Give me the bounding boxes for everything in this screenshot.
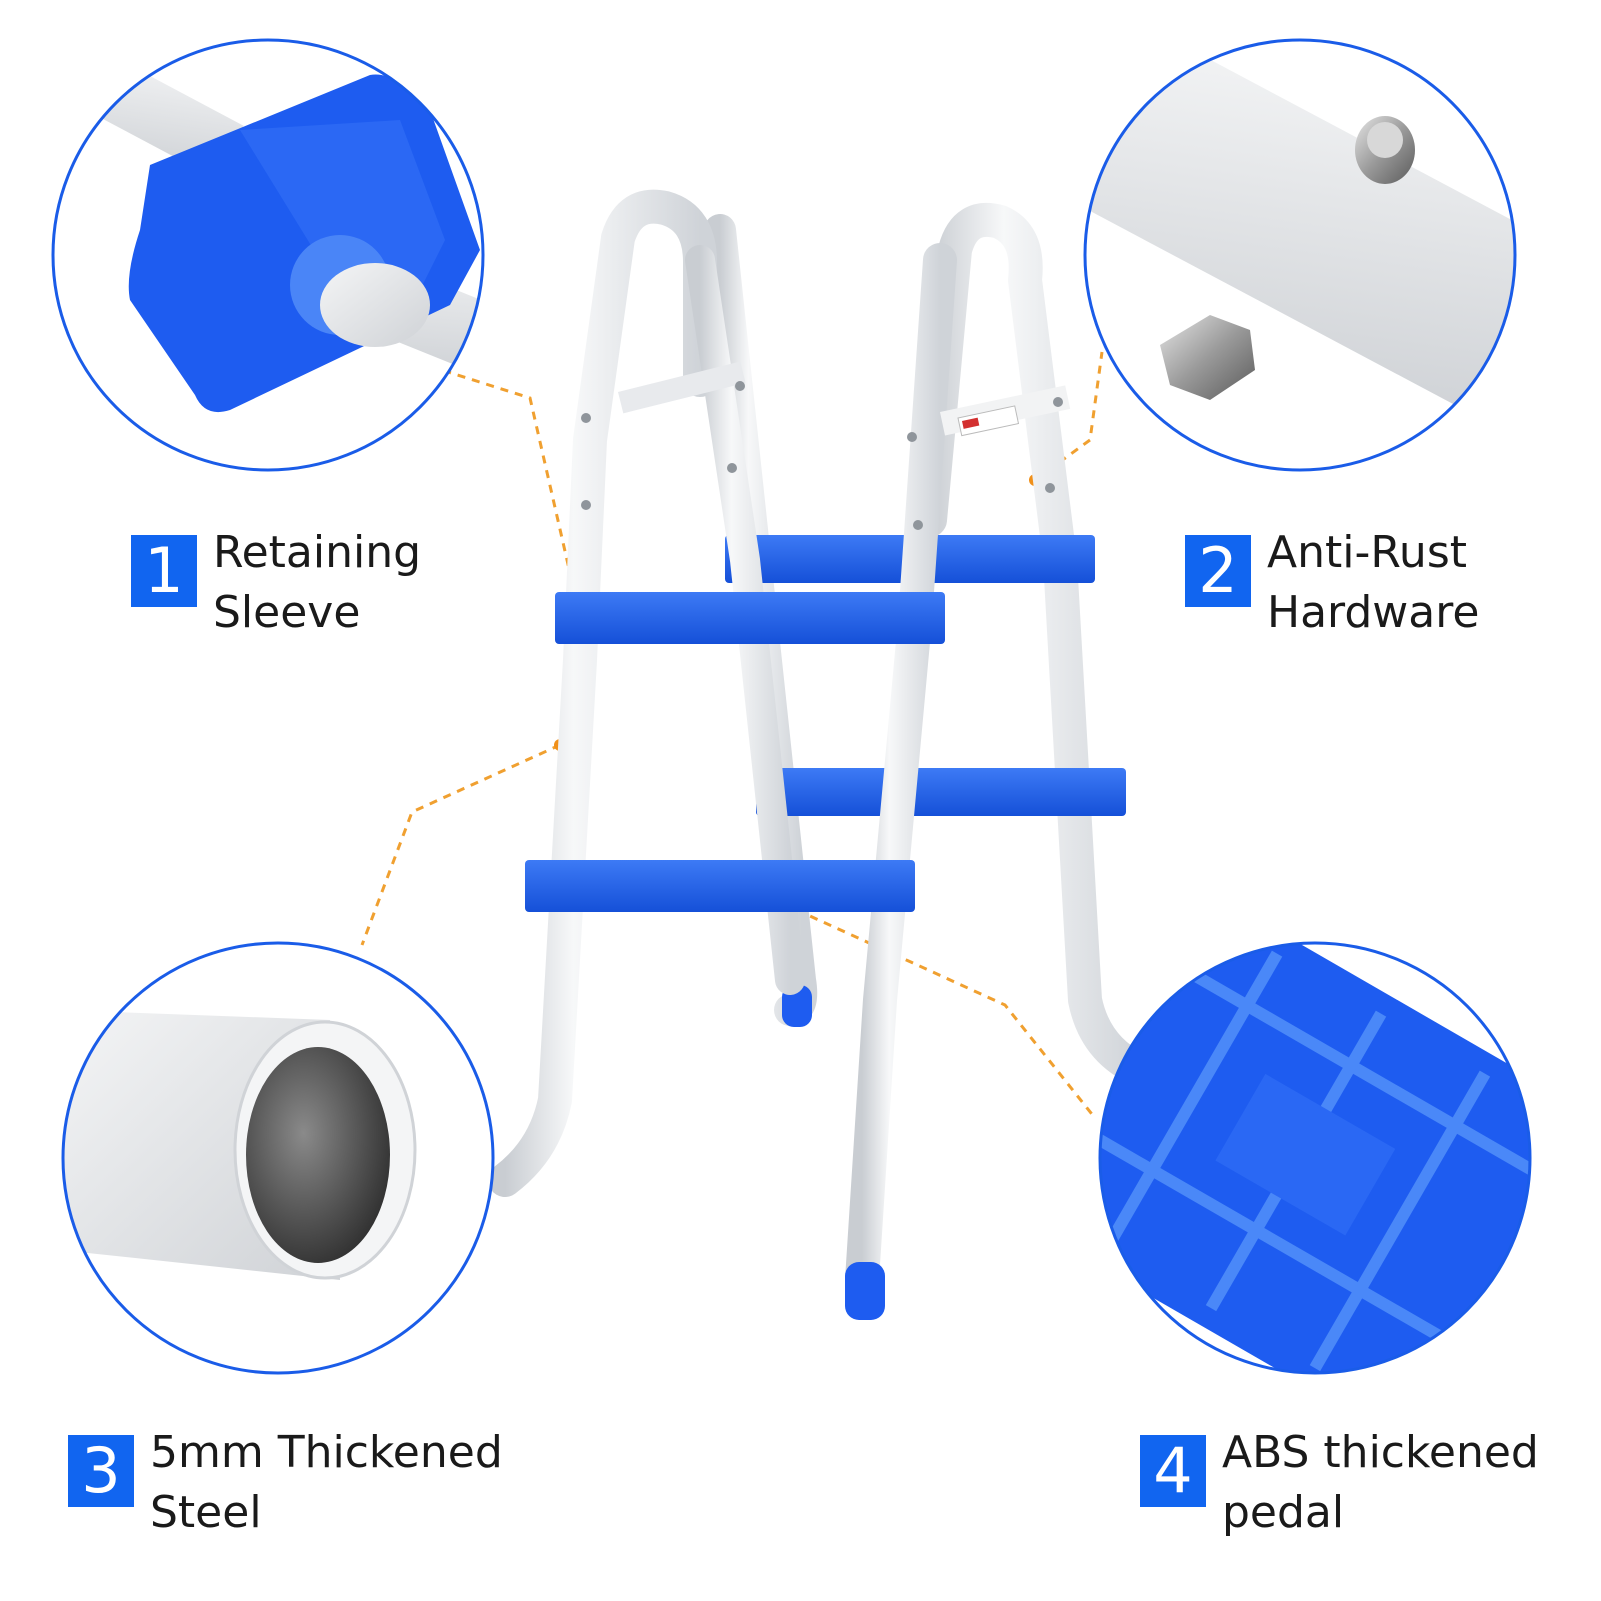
ladder-cross-brace-left [618,361,746,414]
feature-number-badge: 2 [1185,535,1251,607]
feature-anti-rust-hardware: 2 Anti-Rust Hardware [1185,527,1479,643]
feature-number-badge: 3 [68,1435,134,1507]
feature-abs-pedal: 4 ABS thickened pedal [1140,1427,1539,1543]
callout-line-4 [741,883,1097,1119]
feature-label-text: ABS thickened pedal [1222,1423,1539,1543]
feature-label-text: Retaining Sleeve [213,523,421,643]
feature-number-badge: 1 [131,535,197,607]
ladder-bolts [581,381,1063,530]
callout-line-1 [447,370,577,596]
feature-label-line: Retaining [213,527,422,578]
feature-label-line: ABS thickened [1222,1427,1539,1478]
feature-retaining-sleeve: 1 Retaining Sleeve [131,527,421,643]
ladder-front-step-upper [555,592,945,644]
feature-label-line: Sleeve [213,587,361,638]
warning-sticker [957,405,1020,437]
feature-number-badge: 4 [1140,1435,1206,1507]
pool-ladder [488,189,1157,1320]
feature-label-line: Hardware [1267,587,1480,638]
ladder-back-foot [782,985,812,1027]
feature-label-line: Anti-Rust [1267,527,1467,578]
ladder-front-frame [488,189,717,1197]
ladder-front-right-leg [845,243,957,1297]
feature-label-text: Anti-Rust Hardware [1267,523,1479,643]
feature-label-line: 5mm Thickened [150,1427,503,1478]
feature-thickened-steel: 3 5mm Thickened Steel [68,1427,503,1543]
ladder-back-frame [913,202,1157,1087]
callout-line-3 [360,743,561,946]
ladder-front-upper-rail [685,245,805,995]
detail-retaining-sleeve [51,38,485,472]
feature-label-text: 5mm Thickened Steel [150,1423,503,1543]
detail-anti-rust-hardware [1083,38,1517,472]
ladder-front-step-lower [525,860,915,912]
feature-label-line: pedal [1222,1487,1345,1538]
warning-sticker-red [962,417,980,429]
feature-label-line: Steel [150,1487,262,1538]
ladder-front-foot [845,1262,885,1320]
detail-thickened-steel [61,941,495,1375]
ladder-back-step-lower [756,768,1126,816]
